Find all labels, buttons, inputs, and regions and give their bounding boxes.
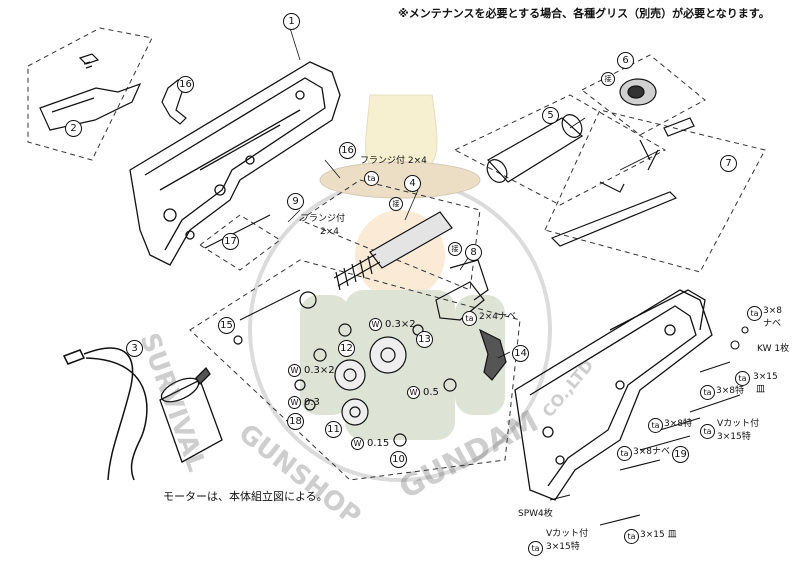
tappet-plate	[550, 139, 678, 247]
gearbox-shell-right	[514, 289, 713, 501]
washer-symbol: W	[407, 386, 420, 399]
cover-plate	[39, 53, 142, 131]
group-box-6	[581, 54, 706, 136]
washer-label-5: 0.15	[367, 438, 390, 449]
part-number-14: 14	[512, 345, 529, 362]
part-number-4: 4	[404, 175, 421, 192]
motor-wiring	[62, 347, 148, 481]
washer-symbol: W	[288, 364, 301, 377]
gearbox-shell-left	[129, 61, 341, 266]
group-box-17	[199, 214, 281, 271]
ta-symbol: ta	[747, 306, 762, 321]
screw-3x8toku-2: 3×8特	[664, 419, 692, 429]
screw-vcut-bot-1: Vカット付	[546, 529, 589, 539]
screws-right	[549, 326, 749, 526]
ta-symbol: ta	[700, 424, 715, 439]
grease-symbol: 接	[389, 197, 403, 211]
cylinder-head	[619, 78, 695, 137]
part-number-5: 5	[542, 107, 559, 124]
part-number-19: 19	[672, 446, 689, 463]
ta-symbol: ta	[648, 418, 663, 433]
group-box-2	[27, 27, 153, 161]
motor	[159, 366, 223, 463]
washer-label-3: 0.3	[304, 397, 320, 408]
part-number-16-top: 16	[177, 76, 194, 93]
part-number-3: 3	[126, 340, 143, 357]
ta-symbol: ta	[617, 446, 632, 461]
ta-symbol: ta	[700, 385, 715, 400]
kw-washer: KW 1枚	[757, 344, 790, 354]
grease-symbol: 接	[448, 242, 462, 256]
screw-vcut-mid-1: Vカット付	[717, 419, 760, 429]
group-box-piston	[298, 179, 481, 291]
screw-vcut-mid-2: 3×15特	[717, 432, 751, 442]
part-number-13: 13	[416, 331, 433, 348]
screw-3x8-nabe-2: ナベ	[763, 319, 782, 329]
screw-3x15-sara-2: 皿	[756, 385, 766, 395]
washer-label-4: 0.5	[423, 387, 439, 398]
ta-symbol: ta	[364, 171, 379, 186]
washer-symbol: W	[351, 437, 364, 450]
washer-label-1: 0.3×2	[385, 319, 416, 330]
part-number-10: 10	[390, 451, 407, 468]
group-box-5	[453, 94, 667, 206]
screw-3x15-sara-1: 3×15	[753, 372, 778, 382]
part-number-1: 1	[283, 13, 300, 30]
ta-symbol: ta	[528, 541, 543, 556]
screw-vcut-bot-2: 3×15特	[546, 542, 580, 552]
part-number-11: 11	[325, 421, 342, 438]
screw-3x8nabe-low: 3×8ナベ	[633, 447, 670, 457]
part-number-8: 8	[465, 244, 482, 261]
screw-3x15-sara-bot: 3×15 皿	[640, 530, 677, 540]
cylinder	[486, 114, 583, 183]
screw-flange-mid-2: 2×4	[320, 227, 339, 237]
part-number-17: 17	[222, 233, 239, 250]
group-box-gears	[189, 259, 521, 481]
screw-pan-2x4: 2×4ナベ	[479, 312, 516, 322]
gear-set	[294, 291, 457, 447]
part-number-18: 18	[287, 413, 304, 430]
screw-flange-mid-1: フランジ付	[300, 214, 346, 224]
part-number-6: 6	[617, 52, 634, 69]
screw-flange-top: フランジ付 2×4	[360, 156, 427, 166]
ta-symbol: ta	[462, 311, 477, 326]
screw-3x8toku-1: 3×8特	[716, 386, 744, 396]
washer-symbol: W	[288, 396, 301, 409]
ta-symbol: ta	[624, 529, 639, 544]
washer-symbol: W	[369, 318, 382, 331]
part-number-15: 15	[218, 317, 235, 334]
part-number-16-mid: 16	[339, 142, 356, 159]
spw-washer: SPW4枚	[518, 509, 553, 519]
ta-symbol: ta	[735, 371, 750, 386]
part-number-9: 9	[287, 193, 304, 210]
piston-assembly	[333, 211, 453, 291]
washer-label-2: 0.3×2	[304, 365, 335, 376]
motor-caption: モーターは、本体組立図による。	[163, 490, 328, 503]
part-number-7: 7	[720, 155, 737, 172]
grease-symbol: 接	[601, 72, 615, 86]
screw-3x8-nabe-1: 3×8	[763, 306, 782, 316]
header-note: ※メンテナンスを必要とする場合、各種グリス（別売）が必要となります。	[398, 7, 770, 20]
part-number-2: 2	[65, 120, 82, 137]
group-box-7	[544, 109, 766, 273]
rods	[204, 214, 301, 345]
part-number-12: 12	[338, 340, 355, 357]
